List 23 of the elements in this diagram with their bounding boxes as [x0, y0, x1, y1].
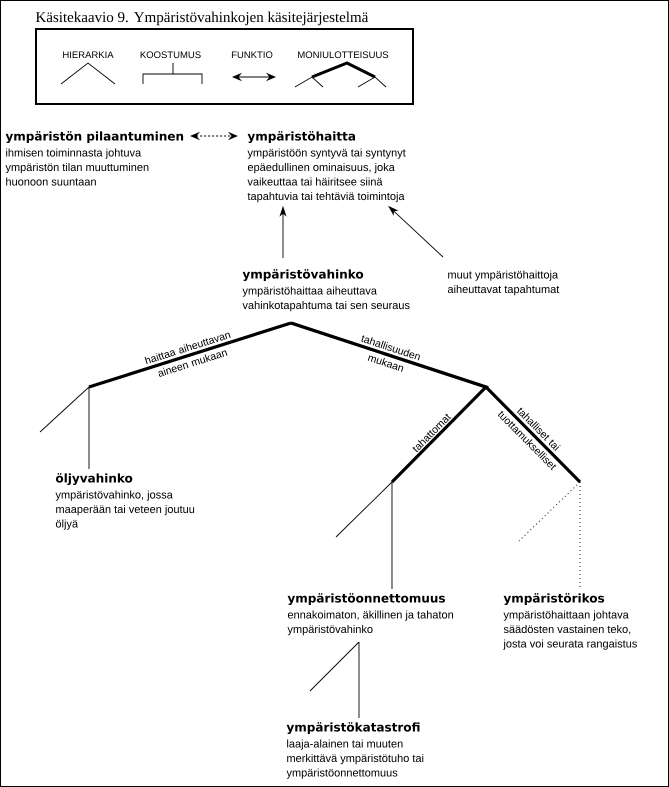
term-heading: ympäristökatastrofi	[286, 722, 420, 734]
legend-label: KOOSTUMUS	[140, 51, 201, 58]
branch-line	[358, 642, 360, 718]
legend-label: MONIULOTTEISUUS	[298, 51, 388, 58]
legend-label: HIERARKIA	[63, 51, 114, 58]
definition-text: ennakoimaton, äkillinen ja tahaton ympäristövahinko	[287, 610, 454, 636]
branch-line	[88, 321, 292, 470]
definition-text: laaja-alainen tai muuten merkittävä ympäristötuho tai ympäristöonnettomuus	[286, 739, 424, 779]
definition-text: ympäristöön syntyvä tai syntynyt epäedullinen ominaisuus, joka vaikeuttaa tai häiritsee siinä tapahtuvia tai tehtäviä toimintoja	[247, 148, 406, 202]
branch-line	[290, 321, 582, 590]
definition-text: ympäristöhaittaan johtava säädösten vastainen teko, josta voi seurata rangaistus	[503, 610, 637, 650]
diagram-title: Käsitekaavio 9. Ympäristövahinkojen käsitejärjestelmä	[36, 12, 368, 26]
term-heading: ympäristöhaitta	[248, 131, 355, 144]
definition-text: ympäristöhaittaa aiheuttava vahinkotapahtuma tai sen seuraus	[242, 286, 410, 312]
term-heading: ympäristövahinko	[242, 269, 364, 282]
annotation-text: muut ympäristöhaittoja aiheuttavat tapahtumat	[448, 270, 560, 296]
term-heading: öljyvahinko	[56, 473, 132, 486]
definition-text: ihmisen toiminnasta johtuva ympäristön tilan muuttuminen huonoon suuntaan	[5, 148, 148, 186]
term-heading: ympäristörikos	[504, 593, 604, 606]
definition-text: ympäristövahinko, jossa maaperään tai veteen joutuu öljyä	[55, 490, 194, 530]
term-heading: ympäristöonnettomuus	[288, 593, 445, 606]
legend-label: FUNKTIO	[232, 51, 272, 58]
term-heading: ympäristön pilaantuminen	[6, 131, 184, 144]
